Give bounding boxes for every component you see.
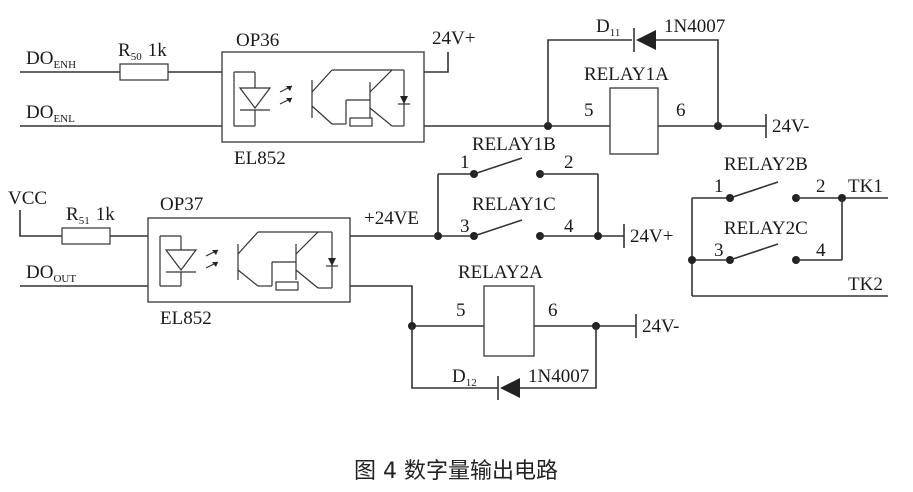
diode-d12-icon	[497, 376, 520, 400]
label-relay1b-pin1: 1	[460, 152, 470, 173]
relay2a-group: RELAY2A 5 6 24V- D12 1N4007	[408, 262, 679, 400]
label-24v-plus-mid: 24V+	[630, 226, 673, 247]
label-relay2a-pin6: 6	[548, 300, 558, 321]
label-relay2a-pin5: 5	[456, 300, 466, 321]
led-icon	[159, 235, 219, 287]
label-relay2b-pin1: 1	[714, 176, 724, 197]
figure-caption: 图 4 数字量输出电路	[354, 459, 558, 484]
resistor-r51	[61, 227, 111, 245]
label-relay1a-pin5: 5	[584, 100, 594, 121]
label-1n4007-top: 1N4007	[664, 16, 725, 37]
relay1a-group: RELAY1A 5 6 24V- D11 1N4007	[544, 16, 809, 155]
label-relay2b: RELAY2B	[724, 154, 808, 175]
label-relay1b-pin2: 2	[564, 152, 574, 173]
label-op36: OP36	[236, 30, 279, 51]
label-24v-plus-top: 24V+	[432, 28, 475, 49]
label-24v-minus-top: 24V-	[772, 116, 809, 137]
label-24v-minus-bottom: 24V-	[642, 316, 679, 337]
relay2-contacts: RELAY2B 1 2 RELAY2C 3 4 TK1 TK2	[688, 154, 888, 297]
label-do-enl: DOENL	[26, 102, 75, 125]
label-d11: D11	[596, 16, 620, 39]
label-relay2a: RELAY2A	[458, 262, 543, 283]
label-do-enh: DOENH	[26, 48, 76, 71]
led-icon	[233, 71, 293, 127]
label-relay1c-pin3: 3	[460, 216, 470, 237]
label-relay2b-pin2: 2	[816, 176, 826, 197]
label-d12: D12	[452, 366, 477, 389]
label-vcc: VCC	[8, 188, 47, 209]
label-relay2c: RELAY2C	[724, 218, 808, 239]
label-el852-top: EL852	[234, 148, 286, 169]
label-relay1a-pin6: 6	[676, 100, 686, 121]
label-relay2c-pin4: 4	[816, 240, 826, 261]
label-relay1b: RELAY1B	[472, 134, 556, 155]
label-op37: OP37	[160, 194, 203, 215]
darlington-transistor-icon	[311, 69, 410, 127]
relay2a-coil	[483, 285, 535, 357]
label-relay1a: RELAY1A	[584, 64, 669, 85]
resistor-r50	[119, 63, 169, 81]
label-do-out: DOOUT	[26, 262, 76, 285]
label-relay1c-pin4: 4	[564, 216, 574, 237]
darlington-transistor-icon	[237, 231, 338, 291]
label-el852-bottom: EL852	[160, 308, 212, 329]
relay1-contacts: RELAY1B 1 2 RELAY1C 3 4 24V+ +24VE	[364, 134, 673, 248]
label-relay1c: RELAY1C	[472, 194, 556, 215]
diode-d11-icon	[633, 28, 656, 52]
label-1n4007-bottom: 1N4007	[528, 366, 589, 387]
label-tk2: TK2	[848, 274, 883, 295]
optocoupler-op36	[221, 51, 425, 143]
label-relay2c-pin3: 3	[714, 240, 724, 261]
label-plus-24ve: +24VE	[364, 208, 419, 229]
optocoupler-op37	[147, 217, 351, 303]
label-tk1: TK1	[848, 176, 883, 197]
relay1a-coil	[609, 87, 659, 155]
